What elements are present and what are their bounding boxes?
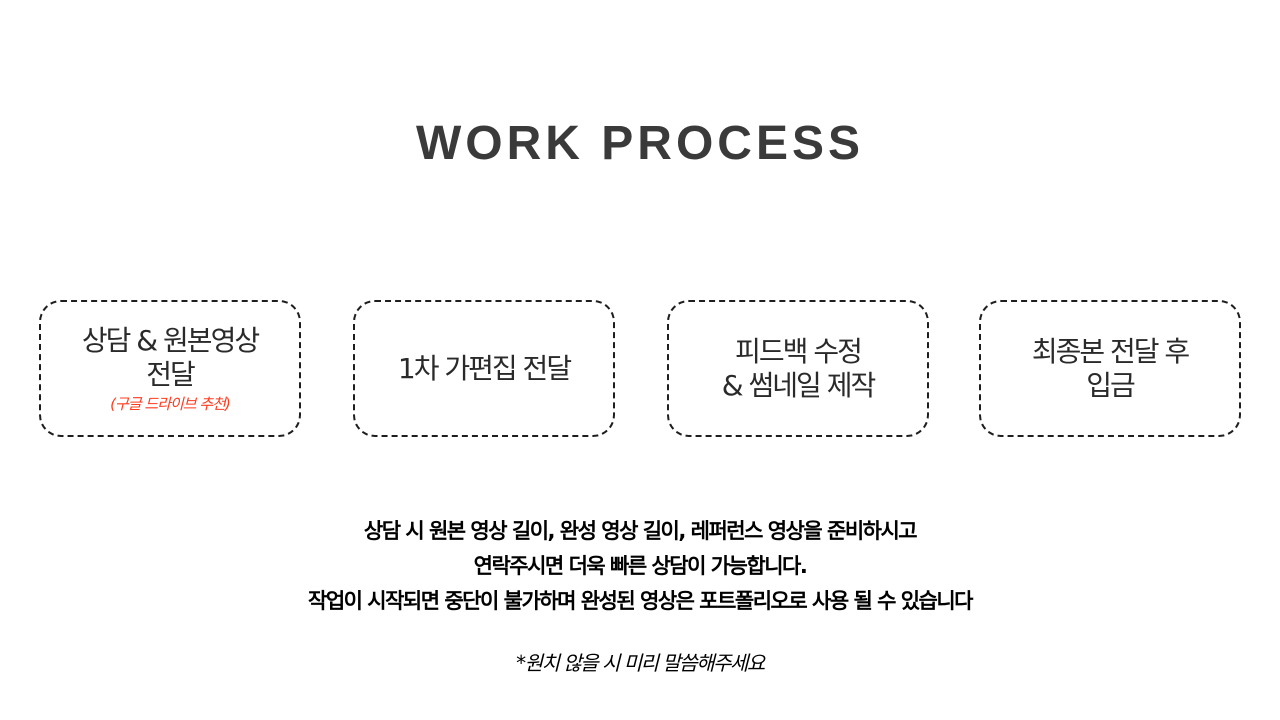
page-title: WORK PROCESS (415, 117, 865, 170)
step-final-delivery-line-2: 입금 (1086, 368, 1136, 402)
description-line-2: 연락주시면 더욱 빠른 상담이 가능합니다. (473, 554, 808, 578)
description-line-3: 작업이 시작되면 중단이 불가하며 완성된 영상은 포트폴리오로 사용 될 수 … (308, 589, 974, 613)
process-description: 상담 시 원본 영상 길이, 완성 영상 길이, 레퍼런스 영상을 준비하시고 … (0, 514, 1280, 619)
step-feedback: 피드백 수정 & 썸네일 제작 (667, 300, 929, 437)
step-final-delivery: 최종본 전달 후 입금 (979, 300, 1241, 437)
step-feedback-line-1: 피드백 수정 (735, 334, 863, 368)
step-feedback-line-2: & 썸네일 제작 (721, 368, 876, 402)
step-consultation: 상담 & 원본영상 전달 (구글 드라이브 추천) (39, 300, 301, 437)
step-consultation-line-1: 상담 & 원본영상 (81, 323, 260, 357)
process-steps: 상담 & 원본영상 전달 (구글 드라이브 추천) 1차 가편집 전달 피드백 … (0, 300, 1280, 437)
description-line-1: 상담 시 원본 영상 길이, 완성 영상 길이, 레퍼런스 영상을 준비하시고 (363, 519, 918, 543)
step-first-edit: 1차 가편집 전달 (353, 300, 615, 437)
step-consultation-line-2: 전달 (146, 357, 196, 391)
step-final-delivery-line-1: 최종본 전달 후 (1031, 334, 1190, 368)
step-consultation-note: (구글 드라이브 추천) (110, 394, 231, 413)
footnote: *원치 않을 시 미리 말씀해주세요 (516, 651, 765, 675)
step-first-edit-line-1: 1차 가편집 전달 (397, 351, 572, 385)
